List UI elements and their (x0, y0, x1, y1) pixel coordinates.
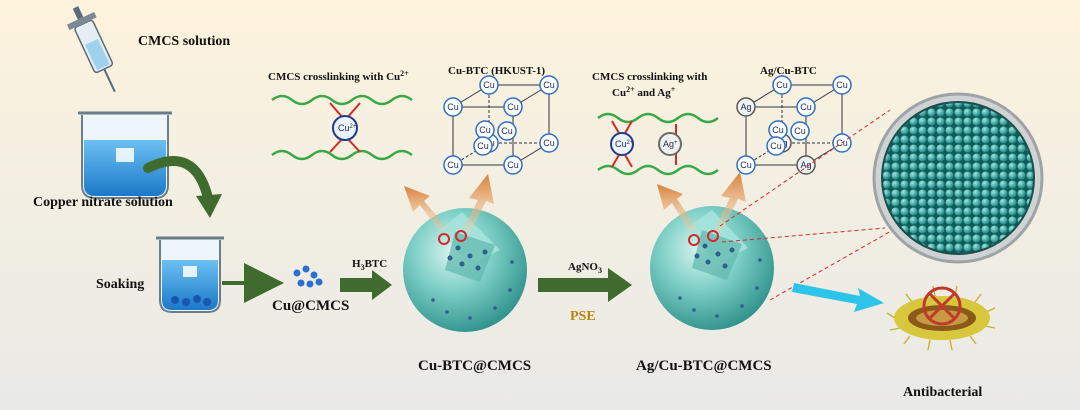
lattice-node (539, 75, 559, 95)
zoom-arrow (462, 174, 494, 233)
beaker-icon (156, 236, 224, 313)
petri-dish-icon (872, 92, 1044, 264)
zoom-line (719, 109, 891, 227)
lattice-node (479, 75, 499, 95)
lattice-node-label: Ag (740, 102, 751, 112)
lattice-node (503, 155, 523, 175)
zoom-arrow (657, 184, 697, 233)
cu-ion-label: Cu2+ (615, 139, 634, 149)
lattice-node-label: Cu (483, 80, 495, 90)
copper-nitrate-label: Copper nitrate solution (33, 195, 173, 210)
cu-ion-label: Cu2+ (338, 123, 357, 133)
crosslink1-label: CMCS crosslinking with Cu2+ (268, 69, 409, 83)
lattice-node-label: Cu (477, 141, 489, 151)
lattice-node-label: Cu (479, 125, 491, 135)
lattice-node (497, 121, 517, 141)
h3btc-label: H3BTC (352, 258, 387, 272)
lattice-node (736, 155, 756, 175)
h3btc-arrow (340, 270, 392, 300)
crosslink-diagram-2: Cu2+ Ag+ (597, 112, 719, 176)
hkust-title: Cu-BTC (HKUST-1) (448, 65, 545, 77)
lattice-node-label: Cu (836, 80, 848, 90)
lattice-node-label: Cu (776, 80, 788, 90)
soaking-label: Soaking (96, 277, 144, 292)
lattice-node-label: Cu (507, 102, 519, 112)
lattice-node (443, 97, 463, 117)
crosslink2-label-line2: Cu2+ and Ag+ (612, 85, 676, 99)
lattice-node (832, 75, 852, 95)
ag-cu-btc-cmcs-label: Ag/Cu-BTC@CMCS (636, 358, 772, 374)
zoom-arrow (404, 186, 447, 232)
crosslink-diagram-1: Cu2+ (271, 94, 413, 161)
lattice-node-label: Ag (800, 160, 811, 170)
agno3-label: AgNO3 (568, 261, 602, 275)
lattice-node (772, 75, 792, 95)
lattice-node (796, 97, 816, 117)
lattice-node-label: Cu (543, 138, 555, 148)
lattice-node-label: Cu (507, 160, 519, 170)
ag-ion-label: Ag+ (663, 139, 678, 149)
lattice-node-label: Cu (501, 126, 513, 136)
cu-btc-cmcs-label: Cu-BTC@CMCS (418, 358, 531, 374)
cmcs-solution-label: CMCS solution (138, 34, 230, 49)
lattice-node (473, 136, 493, 156)
agcu-lattice: AgCuCuAgCuCuAgCuCuCuCu (736, 75, 852, 175)
lattice-node-label: Cu (794, 126, 806, 136)
zoom-line (769, 225, 901, 301)
antibacterial-label: Antibacterial (903, 385, 982, 400)
zoom-arrow (714, 172, 746, 233)
lattice-node-label: Cu (770, 141, 782, 151)
syringe-icon (66, 6, 116, 93)
lattice-node-label: Cu (800, 102, 812, 112)
lattice-node-label: Cu (447, 160, 459, 170)
lattice-node-label: Cu (447, 102, 459, 112)
hkust-lattice: CuCuCuCuCuCuCuCuCuCuCu (443, 75, 559, 175)
lattice-node-label: Cu (543, 80, 555, 90)
lattice-node-label: Cu (740, 160, 752, 170)
crosslink2-label-line1: CMCS crosslinking with (592, 71, 707, 83)
lattice-node (539, 133, 559, 153)
bead-sphere-icon (403, 208, 527, 332)
pse-arrow (538, 268, 632, 302)
bead-sphere-icon (650, 206, 774, 330)
antibacterial-arrow (792, 283, 884, 312)
cu-cmcs-label: Cu@CMCS (272, 298, 349, 314)
bacteria-icon (886, 285, 996, 351)
cu-cmcs-beads (293, 265, 323, 288)
lattice-node (790, 121, 810, 141)
lattice-node (443, 155, 463, 175)
lattice-node-label: Cu (772, 125, 784, 135)
beaker-icon (78, 111, 172, 199)
curved-arrow-icon (143, 156, 222, 218)
lattice-node (503, 97, 523, 117)
lattice-node (766, 136, 786, 156)
lattice-node (736, 97, 756, 117)
no-symbol-icon (922, 286, 962, 326)
lattice-node (796, 155, 816, 175)
agcu-title: Ag/Cu-BTC (760, 65, 817, 77)
zoom-line (721, 227, 886, 243)
pse-label: PSE (570, 309, 596, 324)
